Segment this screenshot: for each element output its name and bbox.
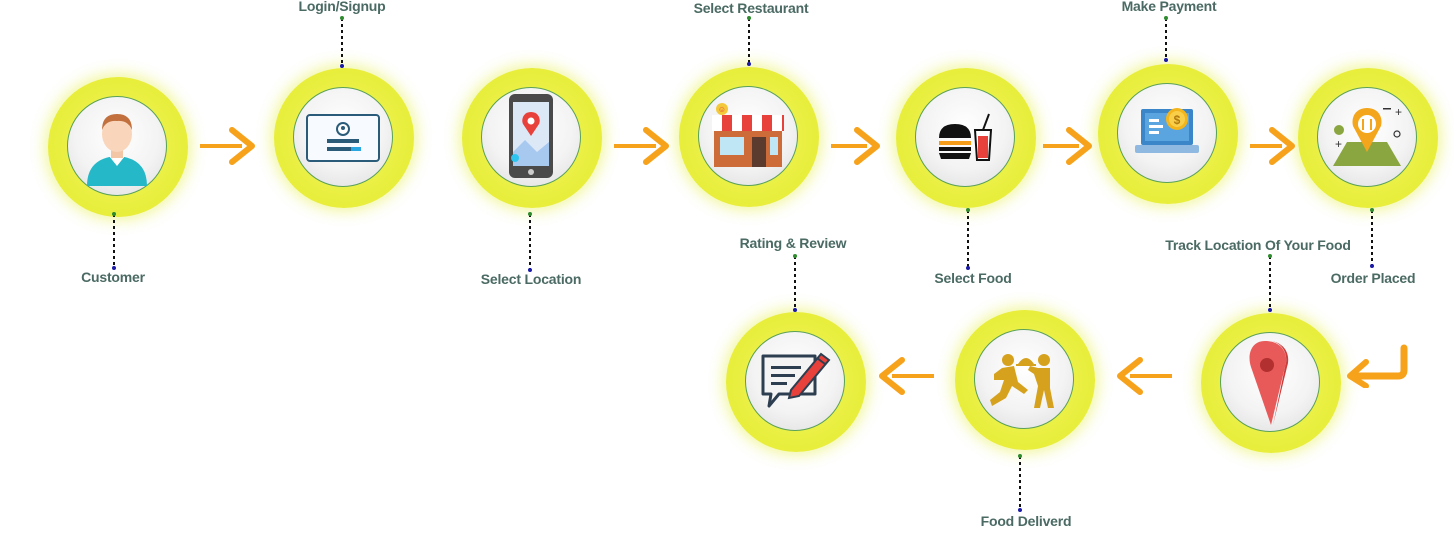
- laptop-payment-icon: $: [1117, 83, 1217, 183]
- burger-drink-icon: [915, 87, 1015, 187]
- step-food: [896, 68, 1036, 208]
- customer-icon: [67, 96, 167, 196]
- label-customer: Customer: [81, 269, 145, 285]
- label-food: Select Food: [934, 270, 1012, 286]
- svg-text:+: +: [1395, 105, 1402, 119]
- label-payment: Make Payment: [1121, 0, 1217, 14]
- label-location: Select Location: [480, 271, 582, 287]
- label-login: Login/Signup: [298, 0, 386, 14]
- connector-delivered: [1018, 454, 1022, 512]
- step-login: [274, 68, 414, 208]
- step-payment: $: [1098, 64, 1238, 204]
- phone-map-pin-icon: [481, 87, 581, 187]
- location-pin-icon: [1220, 332, 1320, 432]
- step-track: [1201, 313, 1341, 453]
- label-delivered: Food Deliverd: [980, 513, 1072, 529]
- connector-customer: [112, 212, 116, 270]
- delivery-people-icon: [974, 329, 1074, 429]
- restaurant-storefront-icon: ☺: [698, 86, 798, 186]
- arrow-location-to-restaurant: [614, 127, 669, 165]
- step-restaurant: ☺: [679, 67, 819, 207]
- connector-restaurant: [747, 16, 751, 66]
- svg-text:$: $: [1174, 113, 1181, 127]
- label-placed: Order Placed: [1330, 270, 1416, 286]
- step-review: [726, 312, 866, 452]
- arrow-food-to-payment: [1043, 127, 1092, 165]
- step-placed: + +: [1298, 68, 1438, 208]
- step-delivered: [955, 310, 1095, 450]
- arrow-track-to-delivered: [1117, 357, 1172, 395]
- label-track: Track Location Of Your Food: [1165, 237, 1351, 253]
- connector-placed: [1370, 208, 1374, 268]
- connector-location: [528, 212, 532, 272]
- label-review: Rating & Review: [739, 235, 847, 251]
- step-customer: [48, 77, 188, 217]
- arrow-restaurant-to-food: [831, 127, 880, 165]
- arrow-customer-to-login: [200, 127, 255, 165]
- svg-text:☺: ☺: [718, 105, 726, 114]
- connector-track: [1268, 254, 1272, 312]
- connector-food: [966, 208, 970, 270]
- label-restaurant: Select Restaurant: [693, 0, 809, 16]
- connector-payment: [1164, 16, 1168, 62]
- map-pin-dish-icon: + +: [1317, 87, 1417, 187]
- step-location: [462, 68, 602, 208]
- login-card-icon: [293, 87, 393, 187]
- connector-login: [340, 16, 344, 68]
- review-pen-icon: [745, 331, 845, 431]
- arrow-delivered-to-review: [879, 357, 934, 395]
- svg-text:+: +: [1335, 137, 1342, 151]
- arrow-placed-to-track: [1347, 344, 1408, 388]
- connector-review: [793, 254, 797, 312]
- arrow-payment-to-placed: [1250, 127, 1295, 165]
